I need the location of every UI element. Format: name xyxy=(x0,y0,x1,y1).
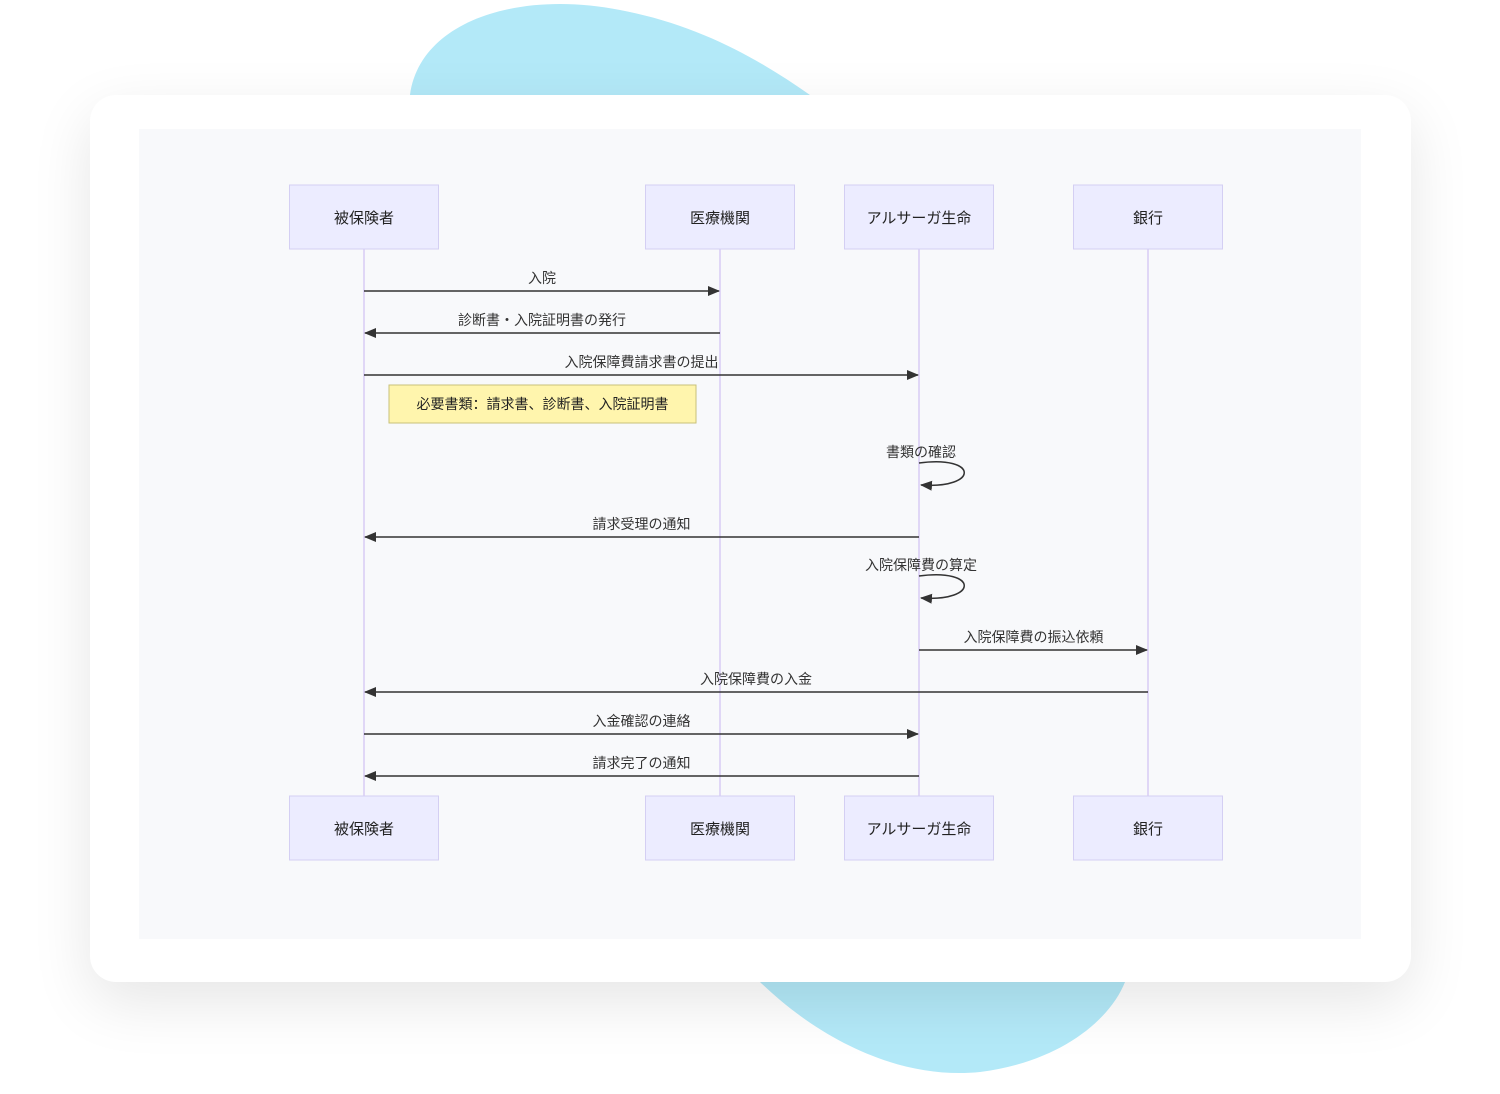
message-label: 入院保障費請求書の提出 xyxy=(565,355,719,371)
actor-box-insurer-top[interactable] xyxy=(844,184,994,250)
message-label: 書類の確認 xyxy=(886,445,956,461)
sequence-diagram: 被保険者被保険者医療機関医療機関アルサーガ生命アルサーガ生命銀行銀行入院診断書・… xyxy=(139,129,1361,939)
note-label: 必要書類：請求書、診断書、入院証明書 xyxy=(417,397,669,413)
actor-box-hospital-top[interactable] xyxy=(645,184,795,250)
message-label: 入院保障費の振込依頼 xyxy=(964,630,1104,646)
actor-box-insured-top[interactable] xyxy=(289,184,439,250)
sequence-diagram-canvas: 被保険者被保険者医療機関医療機関アルサーガ生命アルサーガ生命銀行銀行入院診断書・… xyxy=(289,184,1223,861)
message-label: 請求受理の通知 xyxy=(593,516,691,533)
actor-label-hospital-bottom: 医療機関 xyxy=(690,820,750,838)
message-label: 入金確認の連絡 xyxy=(593,714,691,730)
actor-box-insurer-bottom[interactable] xyxy=(844,795,994,861)
actor-label-insured-top: 被保険者 xyxy=(334,209,394,227)
actor-label-bank-top: 銀行 xyxy=(1133,209,1163,227)
actor-label-insurer-bottom: アルサーガ生命 xyxy=(867,820,972,838)
message-label: 請求完了の通知 xyxy=(593,755,691,772)
actor-box-bank-top[interactable] xyxy=(1073,184,1223,250)
self-message-arrow xyxy=(918,574,965,604)
actor-box-bank-bottom[interactable] xyxy=(1073,795,1223,861)
actor-label-insured-bottom: 被保険者 xyxy=(334,820,394,838)
note-box xyxy=(388,384,697,424)
message-label: 入院保障費の入金 xyxy=(700,672,812,688)
actor-box-insured-bottom[interactable] xyxy=(289,795,439,861)
message-label: 入院保障費の算定 xyxy=(865,558,977,574)
actor-label-hospital-top: 医療機関 xyxy=(690,209,750,227)
message-label: 入院 xyxy=(528,271,556,287)
actor-label-bank-bottom: 銀行 xyxy=(1133,820,1163,838)
actor-label-insurer-top: アルサーガ生命 xyxy=(867,209,972,227)
self-message-arrow xyxy=(918,461,965,491)
message-label: 診断書・入院証明書の発行 xyxy=(458,313,626,329)
actor-box-hospital-bottom[interactable] xyxy=(645,795,795,861)
